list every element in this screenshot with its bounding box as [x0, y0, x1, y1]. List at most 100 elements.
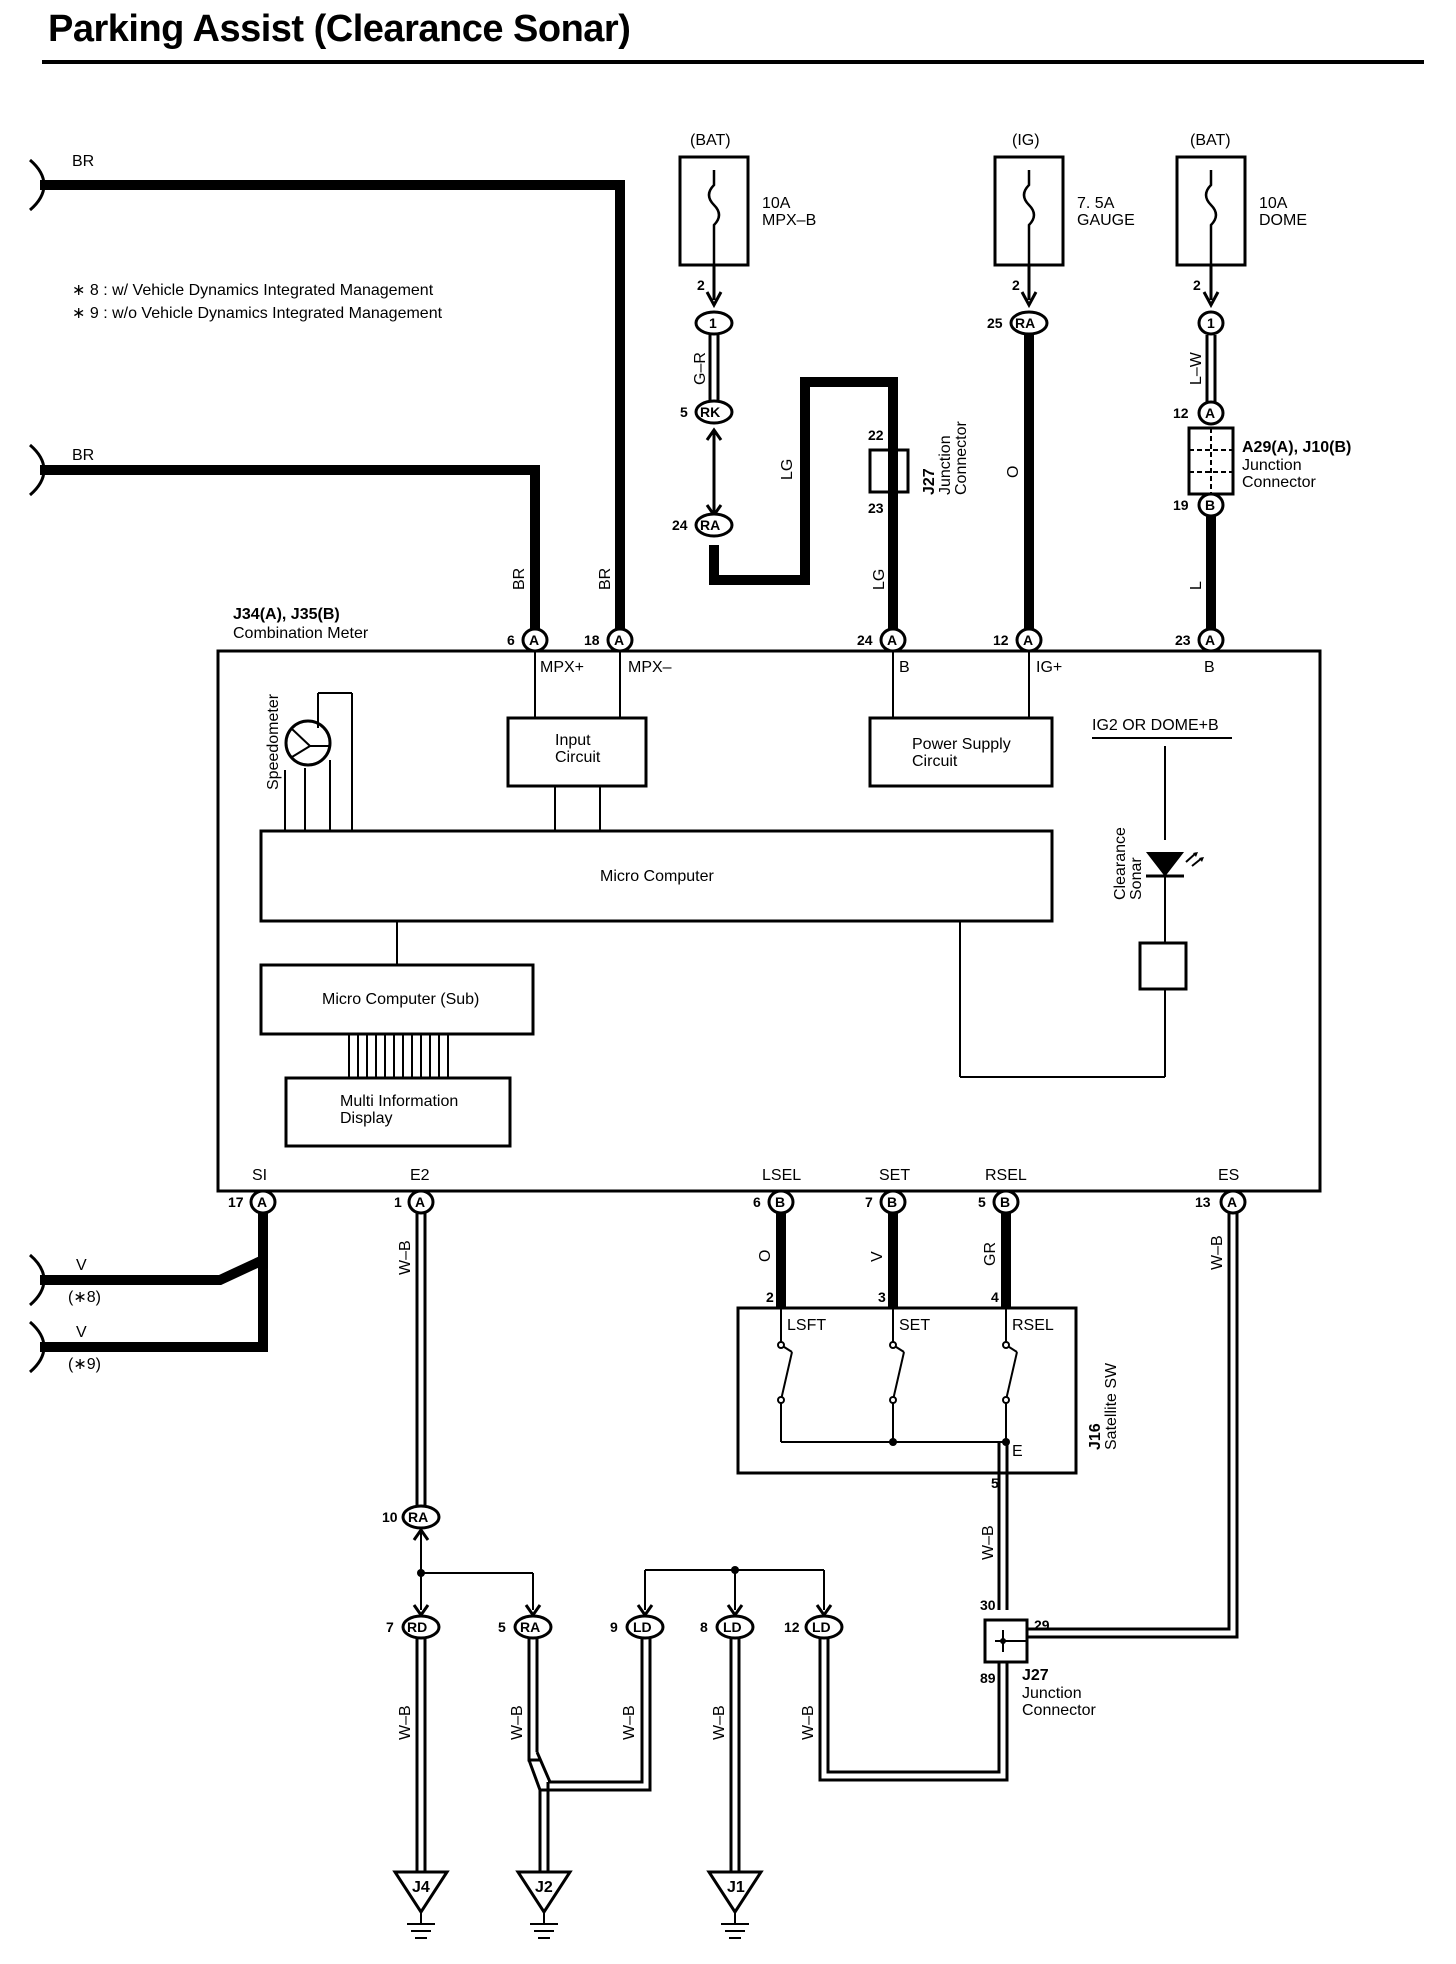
connector-1 [694, 310, 734, 336]
svg-text:5: 5 [680, 404, 688, 420]
svg-text:1: 1 [709, 315, 717, 331]
switch-set: SET [899, 1317, 930, 1334]
input-circuit-block [506, 716, 648, 788]
wire-label-gr-r: G–R [692, 352, 709, 385]
ground-j4: J4 [392, 1870, 450, 1939]
fuse-gauge: (IG) 7. 5A GAUGE [993, 132, 1135, 267]
svg-text:B: B [887, 1194, 897, 1210]
input-circuit-l1: Input [555, 732, 591, 749]
term-e2: E2 [410, 1167, 430, 1184]
j27-name-1: Junction [937, 435, 954, 495]
note-8: ∗ 8 : w/ Vehicle Dynamics Integrated Man… [72, 282, 434, 299]
svg-text:A: A [415, 1194, 425, 1210]
svg-text:7: 7 [865, 1194, 873, 1210]
wire-label-wb-e2: W–B [397, 1240, 414, 1275]
wire-label-br-v1: BR [511, 568, 528, 590]
term-mpx-minus: MPX– [628, 659, 672, 676]
svg-text:RA: RA [700, 517, 720, 533]
note-9: ∗ 9 : w/o Vehicle Dynamics Integrated Ma… [72, 305, 443, 322]
ground-split-e2 [420, 1530, 825, 1610]
meter-top-pins: A6 A18 A24 A12 A23 [507, 627, 1225, 653]
connector-rk [694, 399, 734, 425]
mid-label-l1: Multi Information [340, 1093, 458, 1110]
svg-text:LD: LD [633, 1619, 652, 1635]
wire-label-wb-5: W–B [800, 1705, 817, 1740]
e-wire [997, 1442, 1009, 1610]
br-wire-1 [40, 180, 625, 640]
svg-text:24: 24 [857, 632, 873, 648]
j27-bottom-code: J27 [1022, 1667, 1049, 1684]
svg-text:LD: LD [723, 1619, 742, 1635]
page-title: Parking Assist (Clearance Sonar) [48, 8, 631, 50]
combination-meter-box [216, 649, 1322, 1193]
svg-text:A: A [1227, 1194, 1237, 1210]
micro-computer-sub-block [259, 963, 535, 1036]
svg-text:RA: RA [520, 1619, 540, 1635]
sonar-driver-block [1138, 941, 1188, 991]
wire-label-br-1: BR [72, 153, 94, 170]
micro-computer-block [259, 829, 1054, 923]
power-supply-l2: Circuit [912, 753, 958, 770]
svg-text:RA: RA [1015, 315, 1035, 331]
term-si: SI [252, 1167, 267, 1184]
svg-text:30: 30 [980, 1597, 996, 1613]
svg-text:23: 23 [1175, 632, 1191, 648]
meter-name: Combination Meter [233, 625, 369, 642]
svg-text:3: 3 [878, 1289, 886, 1305]
svg-text:10: 10 [382, 1509, 398, 1525]
svg-text:22: 22 [868, 427, 884, 443]
fuse-rating: 7. 5A [1077, 195, 1115, 212]
j27-bottom-name-2: Connector [1022, 1702, 1096, 1719]
term-b-1: B [899, 659, 910, 676]
svg-text:6: 6 [753, 1194, 761, 1210]
input-circuit-l2: Circuit [555, 749, 601, 766]
fuse-dome: (BAT) 10A DOME [1175, 132, 1307, 267]
term-set: SET [879, 1167, 910, 1184]
wire-label-wb-4: W–B [711, 1705, 728, 1740]
svg-text:5: 5 [978, 1194, 986, 1210]
svg-text:17: 17 [228, 1194, 244, 1210]
fuse-name: GAUGE [1077, 212, 1135, 229]
svg-text:25: 25 [987, 315, 1003, 331]
e2-wire [415, 1213, 427, 1505]
svg-text:7: 7 [386, 1619, 394, 1635]
satellite-switch-box [736, 1306, 1078, 1475]
svg-text:8: 8 [700, 1619, 708, 1635]
term-es: ES [1218, 1167, 1239, 1184]
term-rsel: RSEL [985, 1167, 1027, 1184]
svg-text:1: 1 [394, 1194, 402, 1210]
wire-label-o-2: O [757, 1250, 774, 1262]
power-supply-block [868, 716, 1054, 788]
note-ref-9: (∗9) [68, 1356, 101, 1373]
micro-computer-sub-label: Micro Computer (Sub) [322, 991, 479, 1008]
svg-text:2: 2 [697, 277, 705, 293]
wire-label-wb-3: W–B [621, 1705, 638, 1740]
fuse-rating: 10A [1259, 195, 1288, 212]
svg-text:29: 29 [1034, 1617, 1050, 1633]
wire-label-l: L [1188, 581, 1205, 590]
wire-label-lg: LG [779, 459, 796, 480]
svg-text:12: 12 [784, 1619, 800, 1635]
svg-text:1: 1 [1207, 315, 1215, 331]
svg-text:5: 5 [498, 1619, 506, 1635]
j27-code: J27 [921, 468, 938, 495]
ground-label: J2 [535, 1879, 553, 1896]
fuse-mpx-b: (BAT) 10A MPX–B [678, 132, 816, 267]
svg-text:A: A [257, 1194, 267, 1210]
fuse-rating: 10A [762, 195, 791, 212]
multi-info-display-block [284, 1076, 512, 1148]
satellite-wires [776, 1213, 1011, 1308]
sonar-label-2: Sonar [1128, 857, 1145, 900]
wire-break-mark [29, 158, 46, 212]
wire-label-o: O [1005, 466, 1022, 478]
wire-label-lg-2: LG [871, 569, 888, 590]
fuse-source: (IG) [1012, 132, 1040, 149]
svg-text:A: A [1205, 405, 1215, 421]
gauge-wiring [1020, 265, 1038, 640]
a29-name-2: Connector [1242, 474, 1316, 491]
svg-text:B: B [1205, 497, 1215, 513]
junction-j27-top: 22 23 J27 Junction Connector [868, 421, 970, 516]
svg-text:2: 2 [766, 1289, 774, 1305]
